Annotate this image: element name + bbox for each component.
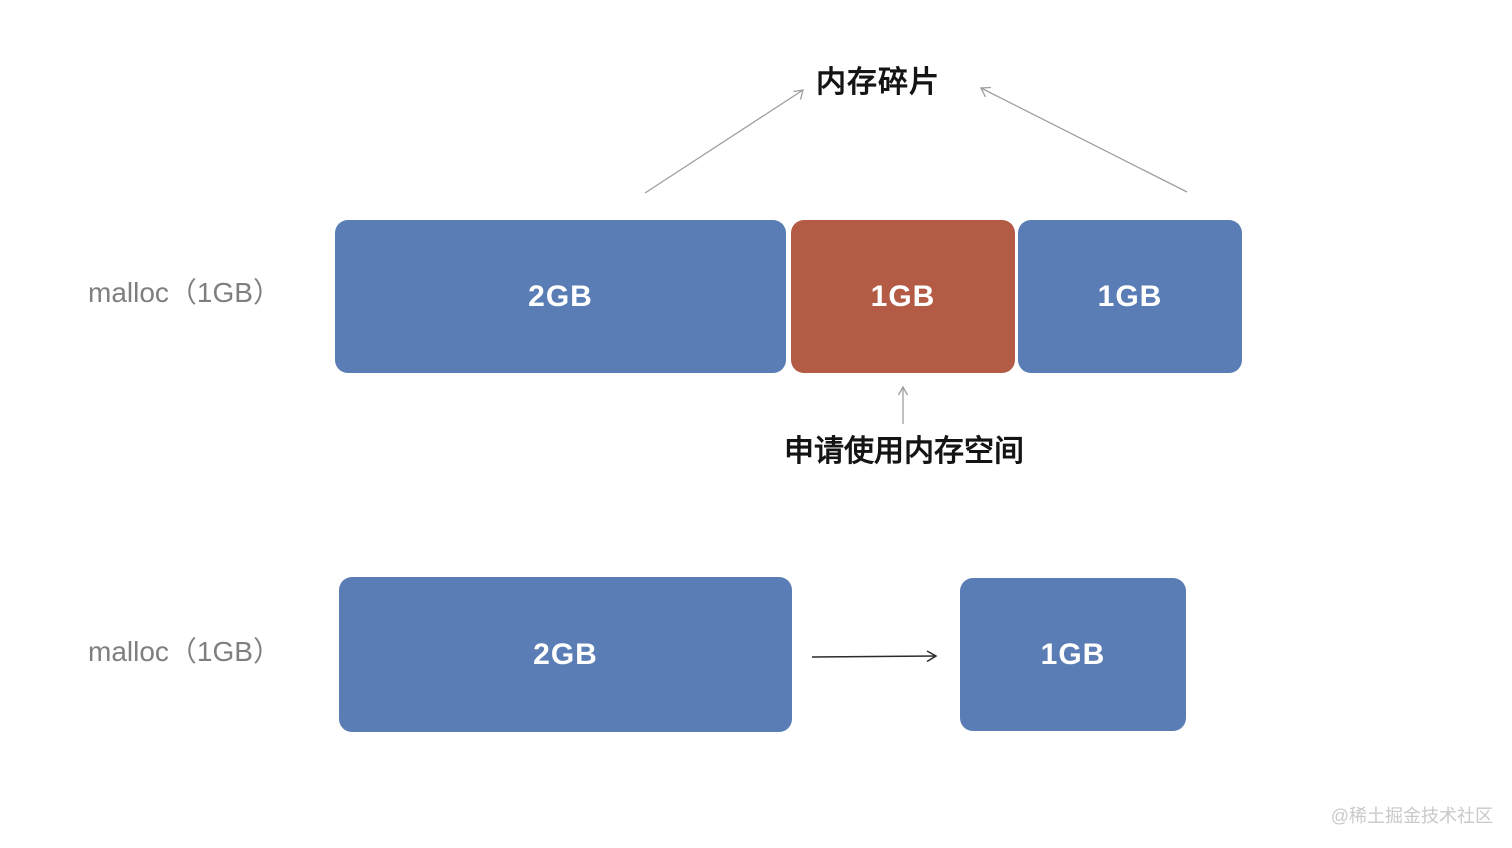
block-size-label: 2GB (528, 279, 593, 313)
memory-block-requested-1gb: 1GB (791, 220, 1015, 373)
arrow-annotation-to-block (897, 385, 909, 424)
arrow-left-to-title (644, 89, 804, 194)
block-size-label: 1GB (870, 279, 936, 313)
memory-block-2gb-bottom: 2GB (339, 577, 792, 732)
block-size-label: 2GB (533, 637, 598, 671)
arrow-malloc-success (811, 650, 938, 663)
memory-block-1gb-bottom: 1GB (960, 578, 1186, 731)
watermark: @稀土掘金技术社区 (1330, 806, 1493, 826)
memory-block-used-1gb: 1GB (1018, 220, 1242, 373)
request-memory-annotation: 申请使用内存空间 (784, 435, 1024, 468)
fragmentation-title: 内存碎片 (816, 66, 940, 99)
block-size-label: 1GB (1040, 637, 1106, 671)
arrow-right-to-title (979, 86, 1188, 193)
malloc-label-bottom: malloc（1GB） (88, 636, 281, 667)
memory-block-used-2gb: 2GB (335, 220, 786, 373)
block-size-label: 1GB (1097, 279, 1163, 313)
malloc-label-top: malloc（1GB） (88, 277, 281, 308)
